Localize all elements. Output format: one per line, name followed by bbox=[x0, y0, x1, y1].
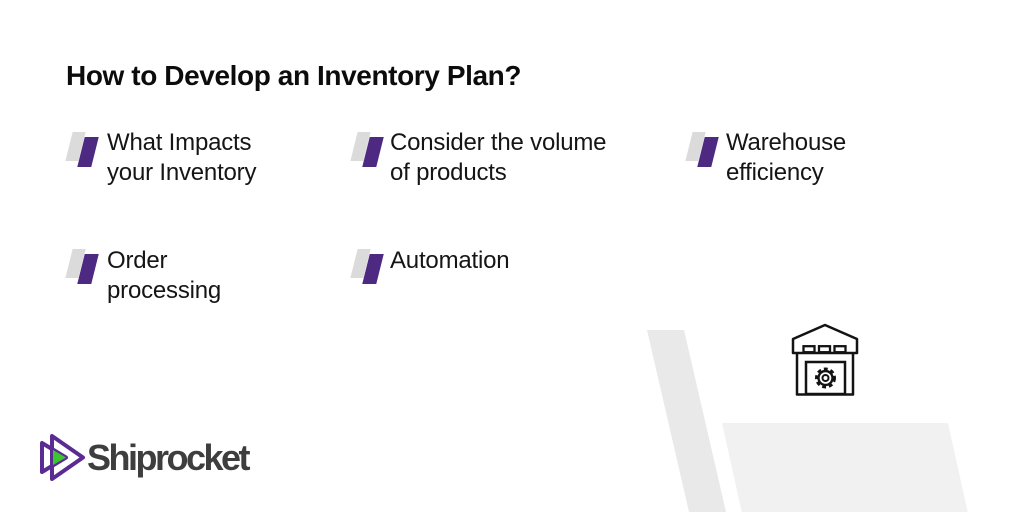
item-label-line: your Inventory bbox=[107, 159, 257, 186]
brand-logo-text: Shiprocket bbox=[87, 437, 251, 478]
item-label-what-impacts: What Impacts your Inventory bbox=[107, 128, 256, 188]
bullet-marker bbox=[350, 132, 385, 168]
item-label-line: of products bbox=[390, 159, 507, 186]
shiprocket-play-mark-icon bbox=[39, 434, 85, 482]
background-parallelogram bbox=[722, 423, 968, 512]
item-label-line: What Impacts bbox=[107, 129, 252, 156]
bullet-marker bbox=[65, 249, 100, 285]
item-label-line: Order bbox=[107, 247, 168, 274]
background-diagonal-band bbox=[647, 330, 727, 512]
item-label-line: Consider the volume bbox=[390, 129, 607, 156]
bullet-marker bbox=[350, 249, 385, 285]
item-label-line: efficiency bbox=[726, 159, 824, 186]
item-label-line: Warehouse bbox=[726, 129, 847, 156]
page-title: How to Develop an Inventory Plan? bbox=[66, 60, 522, 91]
item-label-volume: Consider the volume of products bbox=[390, 128, 607, 188]
item-label-line: processing bbox=[107, 277, 222, 304]
warehouse-with-gear-icon bbox=[791, 323, 859, 397]
item-label-warehouse: Warehouse efficiency bbox=[726, 128, 846, 188]
item-label-automation: Automation bbox=[390, 246, 510, 276]
bullet-marker bbox=[65, 132, 100, 168]
item-label-line: Automation bbox=[390, 247, 510, 274]
bullet-marker bbox=[685, 132, 720, 168]
brand-logo: Shiprocket bbox=[39, 434, 251, 482]
item-label-order: Order processing bbox=[107, 246, 221, 306]
